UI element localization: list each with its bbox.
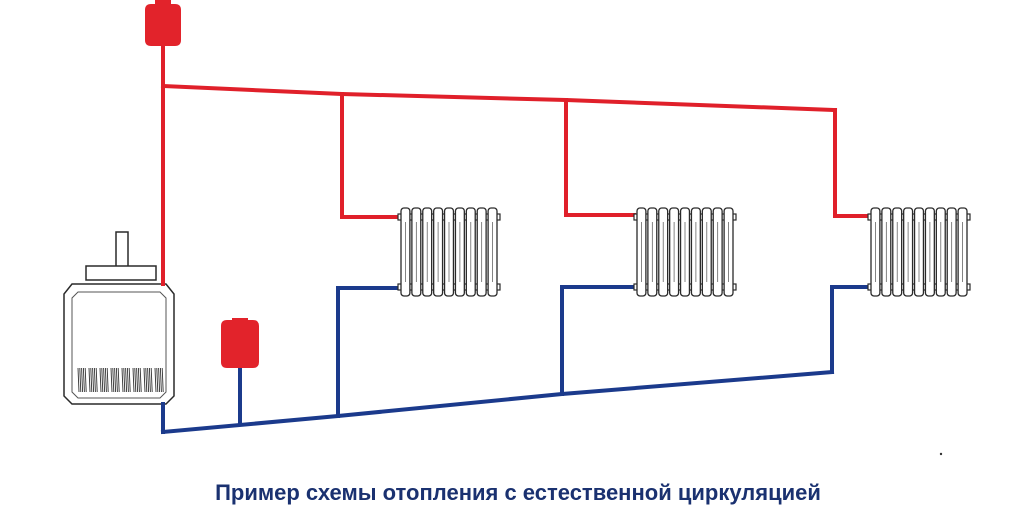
return-riser-1 [336, 286, 400, 418]
boiler-top-cap [85, 265, 157, 281]
stray-dot [939, 452, 943, 456]
boiler-vent-line [84, 367, 87, 393]
boiler-vent-line [112, 367, 115, 393]
return-pipes [160, 285, 870, 435]
boiler-vent-line [101, 367, 104, 393]
boiler-vent-line [123, 367, 126, 393]
boiler-vent-line [90, 367, 93, 393]
boiler-vent-line [159, 367, 162, 393]
supply-pipes [160, 42, 870, 286]
boiler-vent-line [88, 367, 91, 393]
boiler-vent-line [81, 367, 84, 393]
boiler-vent-line [110, 367, 113, 393]
boiler-vent-line [106, 367, 109, 393]
boiler-vent-line [136, 367, 139, 393]
expansion-tank-icon [221, 318, 259, 368]
boiler-vent-line [114, 367, 117, 393]
boiler-vent-line [139, 367, 142, 393]
supply-drop-3 [833, 108, 870, 218]
boiler-vent-line [99, 367, 102, 393]
supply-drop-2 [564, 98, 636, 217]
supply-drop-1 [340, 92, 400, 219]
boiler-vent-line [143, 367, 146, 393]
boiler-vent-line [154, 367, 157, 393]
boiler-vent-line [137, 367, 140, 393]
boiler-vent-line [82, 367, 85, 393]
expansion-tank-top-cap [155, 0, 171, 6]
return-main-line [160, 369, 835, 435]
boiler-vent-line [117, 367, 120, 393]
boiler-vent-line [156, 367, 159, 393]
expansion-tank-top-body [145, 4, 181, 46]
diagram-caption: Пример схемы отопления с естественной ци… [215, 480, 821, 505]
boiler-vent-line [125, 367, 128, 393]
boiler-vent-line [158, 367, 161, 393]
supply-main-line [160, 83, 838, 113]
boiler-vent-line [128, 367, 131, 393]
expansion-tank-icon [145, 0, 181, 46]
boiler-vent-line [126, 367, 129, 393]
radiator-icon [867, 207, 971, 297]
expansion-tank-bottom-body [221, 320, 259, 368]
boiler-vent-line [79, 367, 82, 393]
boiler-vent-line [150, 367, 153, 393]
boiler-vent-line [145, 367, 148, 393]
boiler-vents [77, 367, 164, 393]
boiler-vent-line [132, 367, 135, 393]
radiators [397, 207, 971, 297]
return-riser-3 [830, 285, 870, 374]
boiler-vent-line [121, 367, 124, 393]
boiler-icon [63, 231, 175, 405]
boiler-vent-line [115, 367, 118, 393]
boiler-body-inner [71, 291, 167, 399]
boiler-vent-line [92, 367, 95, 393]
boiler-vent-line [77, 367, 80, 393]
boiler-vent-line [147, 367, 150, 393]
boiler-vent-line [95, 367, 98, 393]
boiler-vent-line [161, 367, 164, 393]
boiler-vent-line [93, 367, 96, 393]
boiler-vent-line [104, 367, 107, 393]
boiler-vent-line [103, 367, 106, 393]
return-riser-2 [560, 285, 636, 396]
boiler-vent-line [148, 367, 151, 393]
radiator-icon [397, 207, 501, 297]
boiler-vent-line [134, 367, 137, 393]
boiler-chimney [115, 231, 129, 269]
radiator-icon [633, 207, 737, 297]
